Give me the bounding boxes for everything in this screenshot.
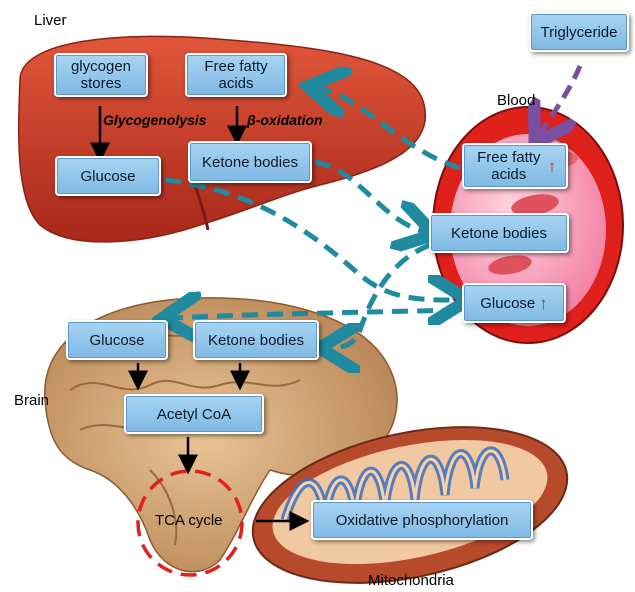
beta-oxidation-label: β-oxidation	[247, 112, 323, 128]
liver-glucose-box: Glucose	[55, 156, 161, 196]
brain-label: Brain	[14, 392, 49, 409]
brain-ketone-bodies-text: Ketone bodies	[208, 332, 304, 349]
liver-free-fatty-acids-text: Free fatty acids	[187, 58, 285, 92]
blood-ketone-bodies-box: Ketone bodies	[429, 213, 569, 253]
glucose-increase-arrow-icon: ↑	[539, 295, 548, 312]
brain-ketone-bodies-box: Ketone bodies	[193, 320, 319, 360]
acetyl-coa-box: Acetyl CoA	[124, 394, 264, 434]
brain-glucose-text: Glucose	[89, 332, 144, 349]
triglyceride-box: Triglyceride	[529, 12, 629, 52]
blood-label: Blood	[497, 92, 535, 109]
triglyceride-text: Triglyceride	[541, 24, 618, 41]
blood-free-fatty-acids-box: Free fatty acids ↑	[462, 143, 568, 189]
liver-glucose-text: Glucose	[80, 168, 135, 185]
tca-cycle-label: TCA cycle	[155, 512, 223, 529]
liver-ketone-bodies-text: Ketone bodies	[202, 154, 298, 171]
blood-free-fatty-acids-text: Free fatty acids	[474, 149, 544, 183]
oxidative-phosphorylation-box: Oxidative phosphorylation	[311, 500, 533, 540]
glycogenolysis-label: Glycogenolysis	[103, 112, 206, 128]
blood-glucose-box: Glucose ↑	[462, 283, 566, 323]
brain-glucose-box: Glucose	[66, 320, 168, 360]
ffa-increase-arrow-icon: ↑	[548, 158, 557, 175]
blood-glucose-text: Glucose	[480, 295, 535, 312]
liver-glycogen-stores-text: glycogen stores	[56, 58, 146, 92]
blood-ketone-bodies-text: Ketone bodies	[451, 225, 547, 242]
oxidative-phosphorylation-text: Oxidative phosphorylation	[336, 512, 509, 529]
acetyl-coa-text: Acetyl CoA	[157, 406, 231, 423]
mitochondria-label: Mitochondria	[368, 572, 454, 589]
liver-free-fatty-acids-box: Free fatty acids	[185, 53, 287, 97]
liver-glycogen-stores-box: glycogen stores	[54, 53, 148, 97]
liver-label: Liver	[34, 12, 67, 29]
liver-ketone-bodies-box: Ketone bodies	[188, 141, 312, 183]
